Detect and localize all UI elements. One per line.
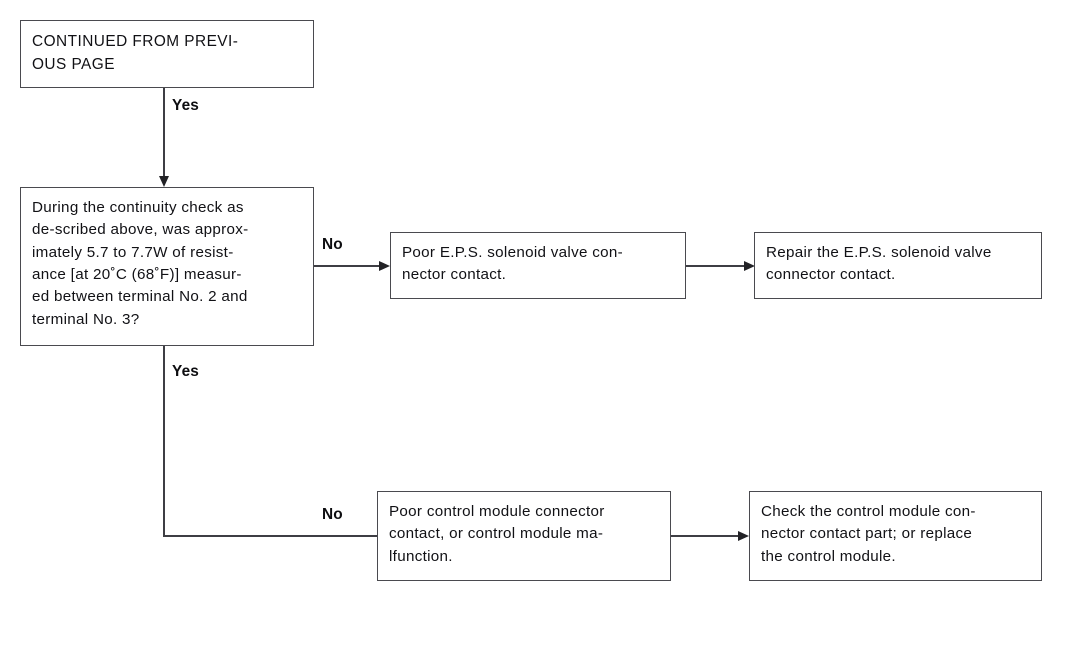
node-poor-eps-connector-contact: Poor E.P.S. solenoid valve con- nector c… [390,232,686,299]
node-check-control-module: Check the control module con- nector con… [749,491,1042,581]
branch-label-no-top: No [322,236,343,253]
connector-poor-control-to-check-control [671,535,739,537]
node-continuity-check-decision: During the continuity check as de-scribe… [20,187,314,346]
connector-decision-to-poor-eps [314,265,380,267]
branch-label-no-bottom: No [322,506,343,523]
arrowhead-continued-to-decision [159,176,169,187]
connector-decision-yes-horizontal [163,535,377,537]
branch-label-yes-bottom: Yes [172,363,199,380]
connector-continued-to-decision [163,88,165,182]
node-repair-eps-connector-contact: Repair the E.P.S. solenoid valve connect… [754,232,1042,299]
connector-decision-yes-vertical [163,346,165,537]
branch-label-yes-top: Yes [172,97,199,114]
connector-poor-eps-to-repair-eps [686,265,746,267]
node-continued-from-previous-page: CONTINUED FROM PREVI- OUS PAGE [20,20,314,88]
arrowhead-decision-to-poor-eps [379,261,390,271]
arrowhead-poor-control-to-check-control [738,531,749,541]
node-poor-control-module-connector-contact: Poor control module connector contact, o… [377,491,671,581]
arrowhead-poor-eps-to-repair-eps [744,261,755,271]
